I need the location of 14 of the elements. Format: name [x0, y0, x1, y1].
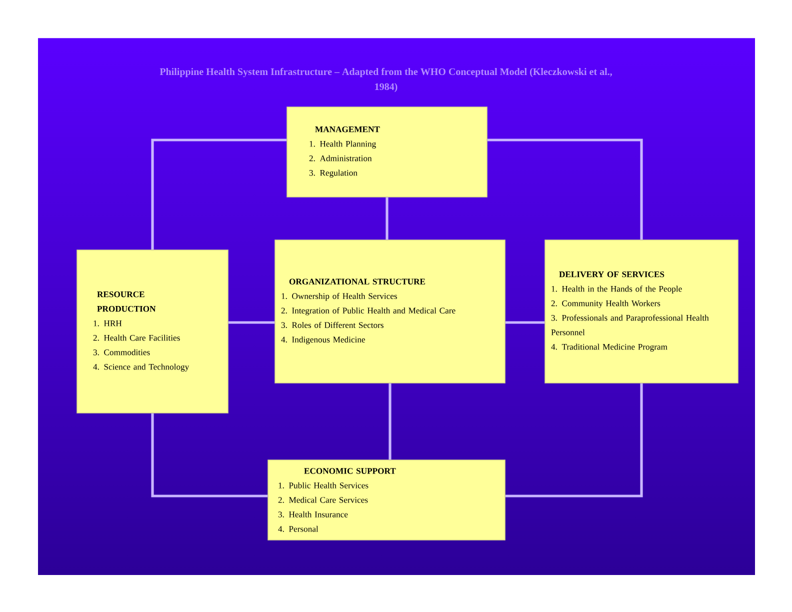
connector-line [151, 413, 268, 498]
component-box: ORGANIZATIONAL STRUCTURE 1. Ownership of Health Services 2. Integration of Public Health and Medical Care 3. Roles of Different Sectors 4. Indigenous Medicine [274, 240, 506, 384]
connector-line [386, 197, 388, 240]
component-box: MANAGEMENT 1. Health Planning 2. Administration 3. Regulation [286, 106, 488, 198]
component-box: DELIVERY OF SERVICES 1. Health in the Hands of the People 2. Community Health Workers 3. Professionals and Paraprofessional Health Personnel 4. Traditional Medicine Program [544, 240, 738, 384]
component-box: ECONOMIC SUPPORT 1. Public Health Services 2. Medical Care Services 3. Health Insurance 4. Personal [268, 460, 506, 540]
connector-line [388, 383, 392, 460]
connector-line [151, 138, 287, 250]
connector-line [505, 383, 643, 498]
connector-line [505, 321, 545, 324]
connector-line [228, 321, 275, 324]
connector-line [487, 138, 643, 240]
title: Philippine Health System Infrastructure – Adapted from the WHO Conceptual Model (Kleczkowski et al., 1984) [160, 68, 612, 92]
component-box: RESOURCE PRODUCTION 1. HRH 2. Health Care Facilities 3. Commodities 4. Science and Technology [76, 250, 228, 414]
